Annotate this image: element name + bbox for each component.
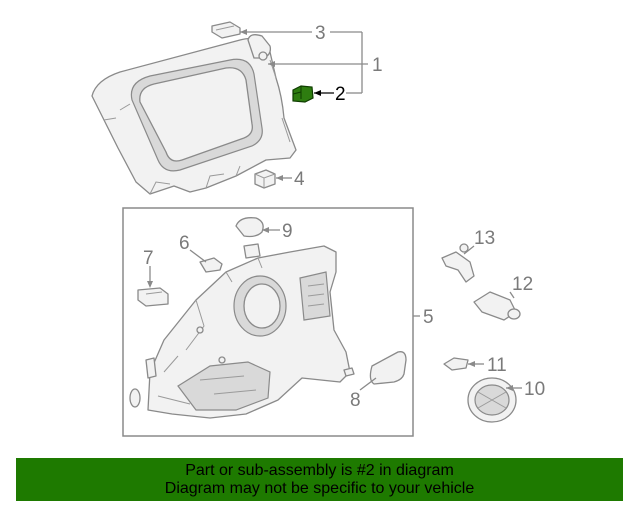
callout-11: 11 [487, 355, 507, 376]
banner-line-1: Part or sub-assembly is #2 in diagram [185, 462, 454, 479]
callout-10: 10 [524, 379, 545, 400]
callout-4: 4 [294, 169, 305, 190]
callout-6: 6 [179, 233, 190, 254]
lower-trim-panel [147, 245, 351, 419]
callout-12: 12 [512, 274, 533, 295]
notice-banner: Part or sub-assembly is #2 in diagram Di… [16, 458, 623, 501]
callout-13: 13 [474, 228, 495, 249]
connector-part-7 [137, 287, 169, 307]
upper-trim-panel [91, 34, 297, 195]
hook-part-13 [441, 243, 475, 283]
leader-lines [147, 29, 522, 391]
callout-5: 5 [423, 307, 434, 328]
clip-part-11 [443, 357, 469, 371]
round-cover-part-10 [467, 377, 517, 423]
bracket-part-12 [473, 291, 521, 321]
banner-line-2: Diagram may not be specific to your vehi… [164, 480, 475, 497]
callout-9: 9 [282, 221, 293, 242]
callout-7: 7 [143, 248, 154, 269]
highlighted-fastener-part-2 [292, 85, 314, 103]
callout-2: 2 [335, 84, 346, 105]
assembly-box-part-5 [122, 207, 414, 437]
clip-part-3 [211, 21, 241, 39]
cover-plate-part-8 [369, 351, 407, 385]
clip-part-4 [254, 169, 276, 189]
callout-3: 3 [315, 23, 326, 44]
cap-part-9 [235, 217, 264, 259]
pin-fastener [129, 357, 355, 408]
callout-1: 1 [372, 55, 383, 76]
callout-8: 8 [350, 390, 361, 411]
